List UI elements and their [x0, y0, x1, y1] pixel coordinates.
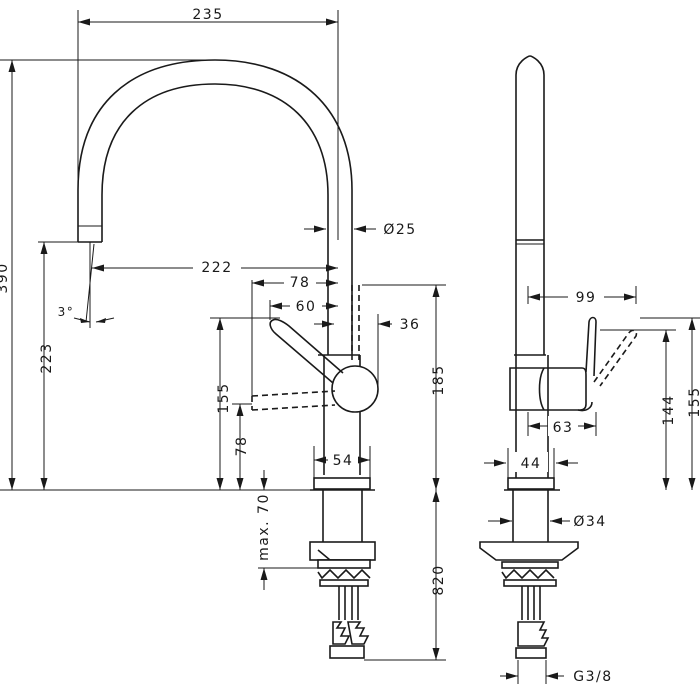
side-spout — [515, 55, 545, 355]
lever-hub — [331, 365, 379, 413]
base-ring — [313, 477, 371, 490]
lever-arm — [269, 318, 344, 384]
dim-lever-diameter: 36 — [400, 317, 421, 333]
side-lever-alt — [593, 329, 638, 387]
dim-reach: 222 — [201, 260, 232, 276]
side-mounting-plate — [479, 541, 579, 561]
dim-lever-offset-60: 60 — [296, 299, 317, 315]
dim-side-shank-dia: Ø34 — [573, 514, 606, 530]
dim-lever-base: 78 — [234, 436, 250, 457]
dim-body-diameter: Ø25 — [383, 222, 416, 238]
dim-spout-height: 223 — [39, 342, 55, 373]
dim-side-lever-depth: 63 — [553, 420, 574, 436]
dim-body-height: 185 — [431, 364, 447, 395]
dim-under-length: 820 — [431, 564, 447, 595]
dim-side-thread: G3/8 — [573, 669, 612, 685]
dim-base-width: 54 — [333, 453, 354, 469]
dim-spout-angle: 3° — [58, 305, 75, 319]
lever-alt-position — [251, 390, 336, 411]
side-view: 99 63 144 155 44 Ø34 — [479, 55, 700, 685]
dim-overall-height: 390 — [0, 262, 11, 293]
dim-overall-width: 235 — [192, 7, 223, 23]
dim-lever-height: 155 — [216, 382, 232, 413]
dim-side-base-width: 44 — [521, 456, 542, 472]
front-view: 235 390 223 3° 222 Ø25 — [0, 7, 447, 661]
dim-side-lever-155: 155 — [687, 386, 700, 417]
side-lever-handle — [585, 316, 597, 377]
dim-side-lever-144: 144 — [661, 394, 677, 425]
dim-side-lever-reach: 99 — [576, 290, 597, 306]
spout-inner — [101, 83, 329, 355]
dim-lever-offset-78: 78 — [290, 275, 311, 291]
dim-max-counter: max. 70 — [256, 493, 272, 561]
